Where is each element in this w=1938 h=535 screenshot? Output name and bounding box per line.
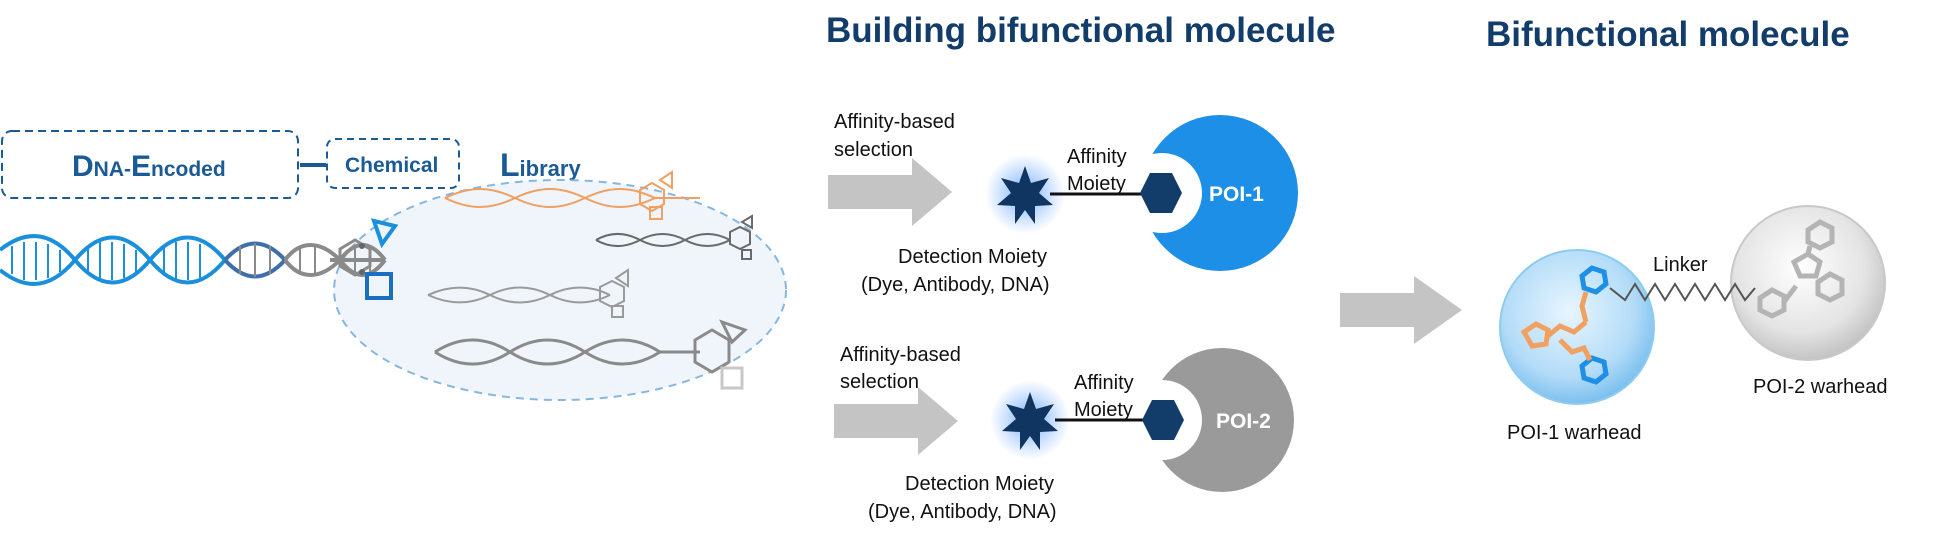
compound-main [330,218,399,300]
detection-label-bottom-2: (Dye, Antibody, DNA) [868,501,1057,523]
chemical-box [326,138,460,189]
poi-2-warhead-label: POI-2 warhead [1753,376,1888,398]
affinity-label-top-2: Moiety [1067,173,1126,195]
affinity-label-bottom-1: Affinity [1074,372,1134,394]
poi-1-circle [1142,115,1298,271]
detection-star-top [997,166,1053,224]
dna-helix-main [0,234,387,286]
linker-chain [1609,282,1756,302]
affinity-label-top-1: Affinity [1067,146,1127,168]
library-member-dark [595,214,753,260]
selection-label-top-2: selection [834,139,913,161]
poi-1-warhead-structure [1520,265,1609,385]
dna-encoded-text: DNA-Encoded [72,150,226,183]
selection-label-bottom-2: selection [840,371,919,393]
selection-label-top-1: Affinity-based [834,111,955,133]
affinity-label-bottom-2: Moiety [1074,399,1133,421]
affinity-hexagon-top [1140,173,1182,213]
poi-1-label: POI-1 [1209,183,1264,206]
detection-label-top-1: Detection Moiety [898,246,1047,268]
poi-2-warhead-sphere [1730,205,1886,361]
heading-bifunctional: Bifunctional molecule [1486,15,1850,54]
linker-label: Linker [1653,254,1708,276]
dna-encoded-box [1,130,299,199]
library-member-light [427,268,629,318]
chemical-text: Chemical [345,154,438,177]
del-title-group: DNA-Encoded Chemical Library [1,130,581,199]
poi-2-circle [1150,348,1294,492]
arrow-top [828,158,952,226]
arrow-to-bifunctional [1340,276,1462,344]
detection-label-bottom-1: Detection Moiety [905,473,1054,495]
library-member-bottom [434,319,748,390]
library-member-orange [444,170,700,220]
poi-1-warhead-label: POI-1 warhead [1507,422,1642,444]
detection-label-top-2: (Dye, Antibody, DNA) [861,274,1050,296]
selection-label-bottom-1: Affinity-based [840,344,961,366]
affinity-hexagon-bottom [1142,400,1184,440]
arrow-bottom [834,387,958,455]
poi-2-warhead-structure [1757,219,1845,319]
heading-building: Building bifunctional molecule [826,11,1335,50]
detection-star-bottom [1002,392,1058,450]
library-text: Library [500,147,581,183]
poi-2-label: POI-2 [1216,410,1271,433]
